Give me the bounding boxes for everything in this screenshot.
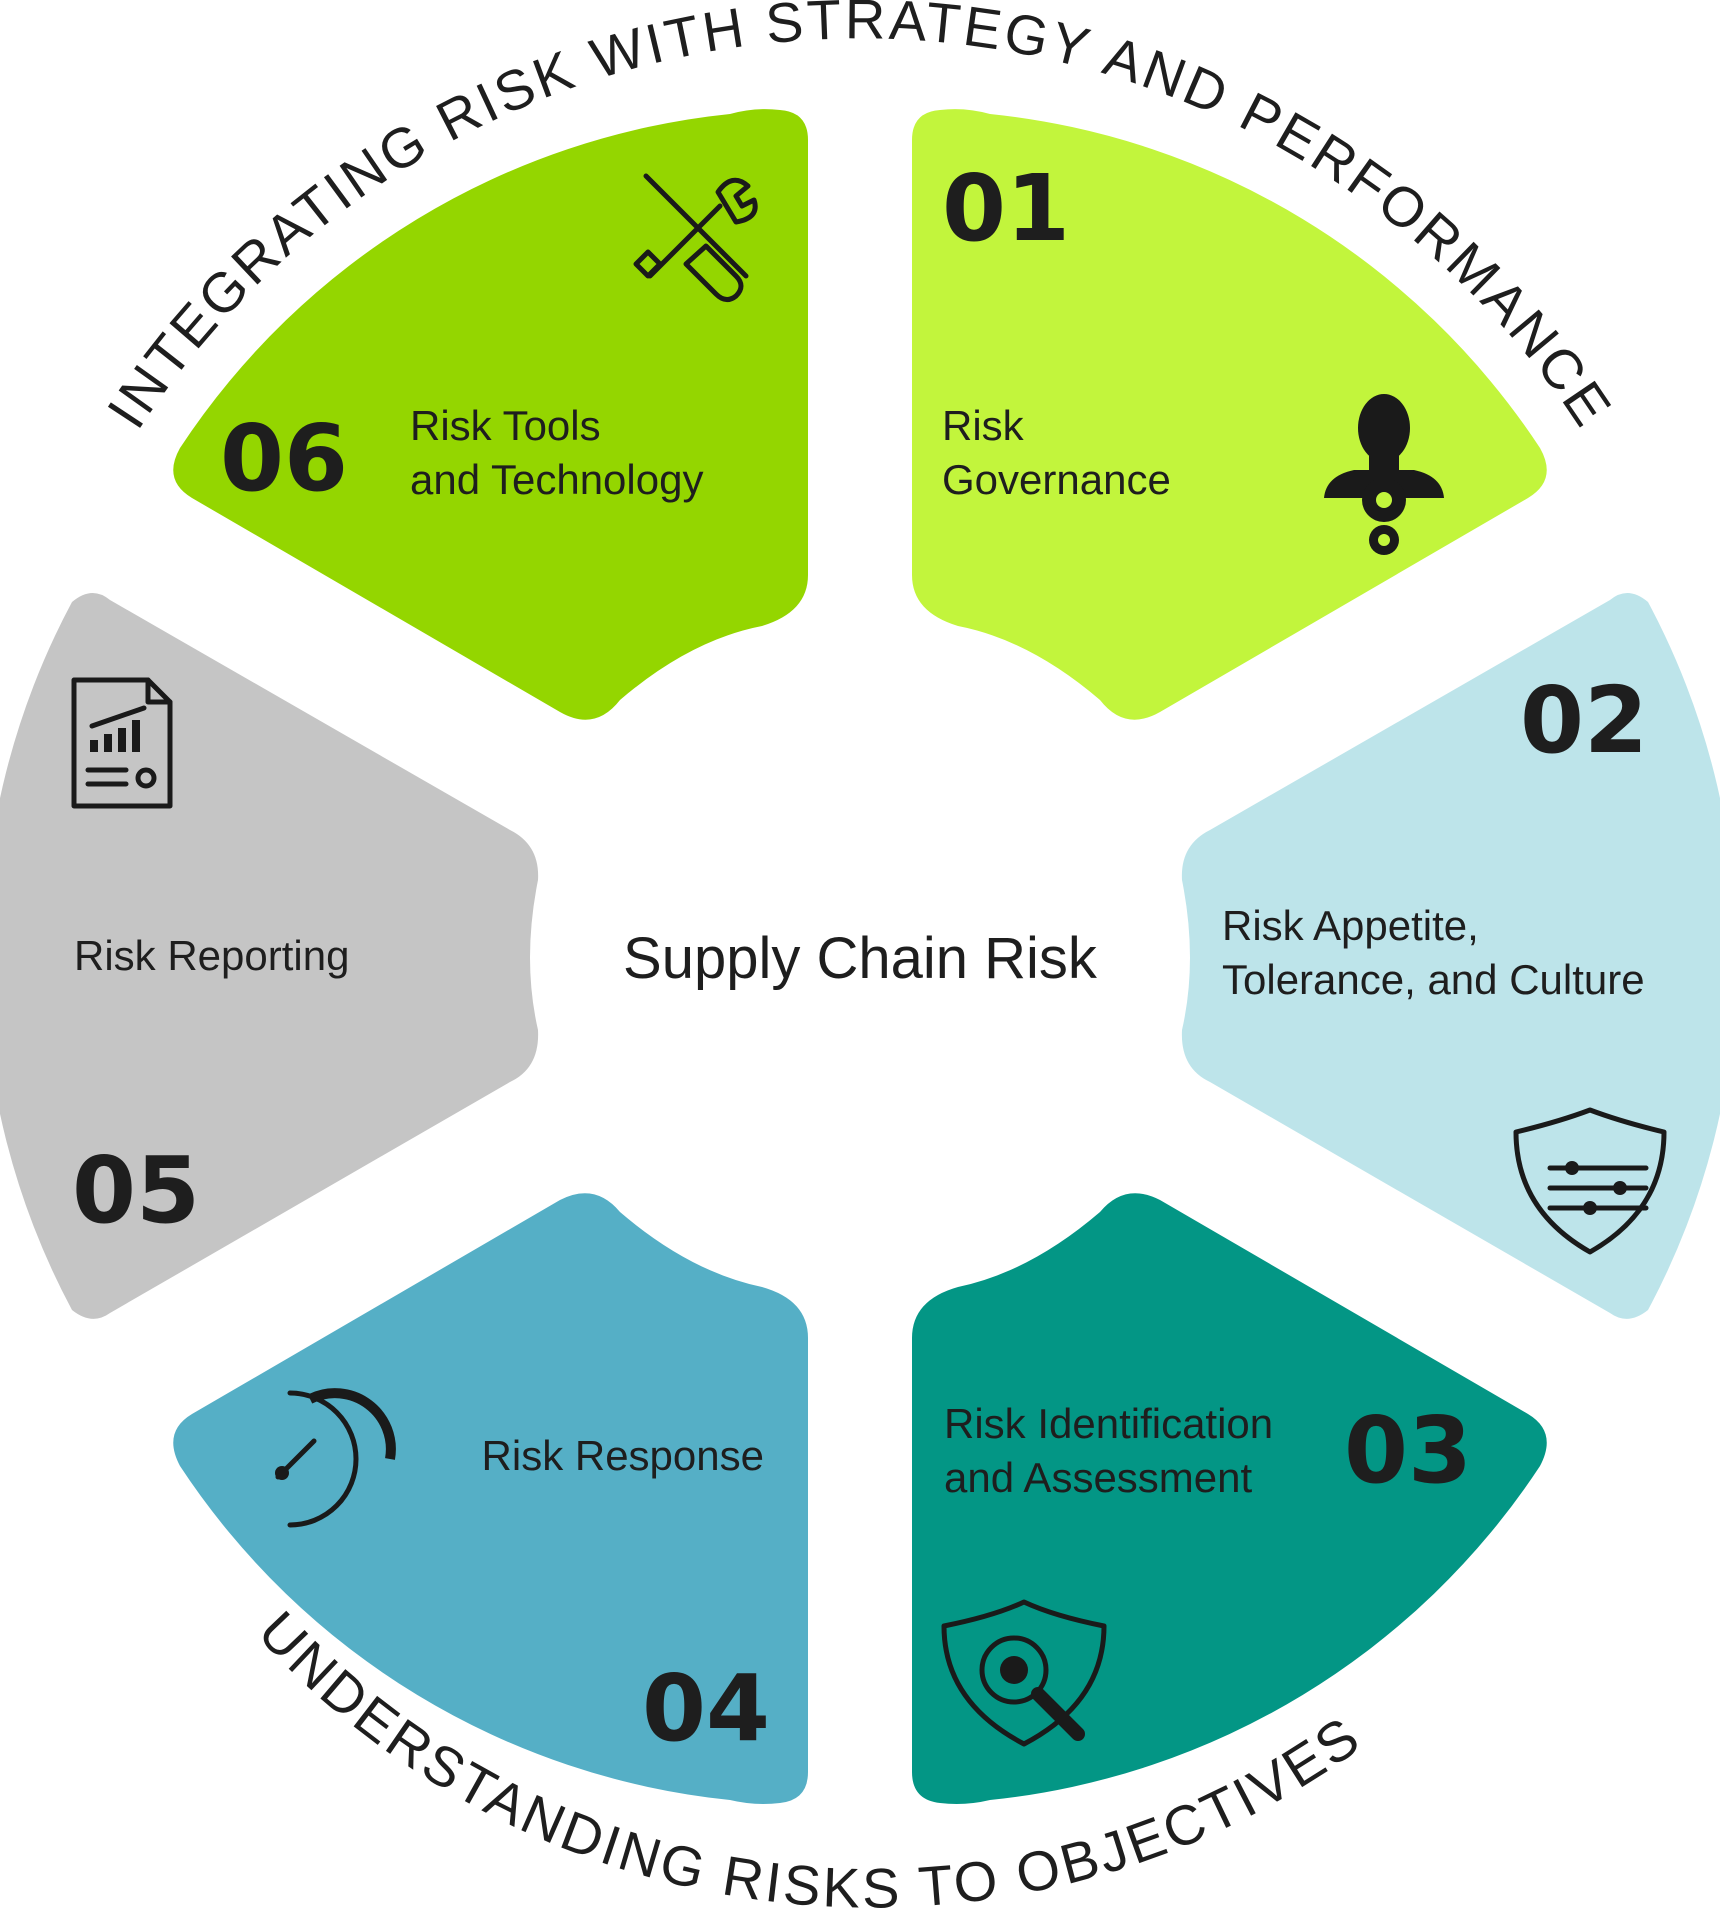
segment-02-label-line1: Risk Appetite, [1222, 902, 1479, 949]
segment-03-label: Risk Identification and Assessment [944, 1400, 1273, 1501]
segment-04-number: 04 [642, 1655, 770, 1762]
segment-03-label-line1: Risk Identification [944, 1400, 1273, 1447]
segment-04-label-line1: Risk Response [482, 1432, 764, 1479]
segment-05-label: Risk Reporting [74, 932, 349, 979]
shield-sliders-icon [1513, 1107, 1667, 1255]
segment-02-label-line2: Tolerance, and Culture [1222, 956, 1645, 1003]
person-gears-icon [1324, 394, 1444, 555]
segment-05-label-line1: Risk Reporting [74, 932, 349, 979]
segment-02-number: 02 [1520, 667, 1648, 774]
segment-06-number: 06 [220, 405, 348, 512]
segment-03-shape[interactable] [912, 1193, 1547, 1804]
segment-03-label-line2: and Assessment [944, 1454, 1253, 1501]
segment-01-label-line2: Governance [942, 456, 1171, 503]
shield-magnifier-icon [941, 1599, 1107, 1747]
segment-01-number: 01 [942, 155, 1070, 262]
segment-02-label: Risk Appetite, Tolerance, and Culture [1222, 902, 1645, 1003]
segment-01-label-line1: Risk [942, 402, 1025, 449]
segment-05-number: 05 [72, 1137, 200, 1244]
gauge-icon [275, 1388, 396, 1528]
segment-05-shape[interactable] [0, 593, 539, 1319]
segment-04-shape[interactable] [173, 1193, 808, 1804]
segment-06-label-line1: Risk Tools [410, 402, 601, 449]
segment-01-shape[interactable] [912, 109, 1547, 720]
segment-06-shape[interactable] [173, 109, 808, 720]
segment-04-label: Risk Response [482, 1432, 764, 1479]
center-label: Supply Chain Risk [623, 926, 1098, 991]
report-chart-icon [71, 677, 173, 809]
segment-06-label-line2: and Technology [410, 456, 703, 503]
segment-06-label: Risk Tools and Technology [410, 402, 703, 503]
segment-03-number: 03 [1344, 1397, 1472, 1504]
segment-02-shape[interactable] [1181, 593, 1720, 1319]
tools-icon [633, 173, 758, 302]
